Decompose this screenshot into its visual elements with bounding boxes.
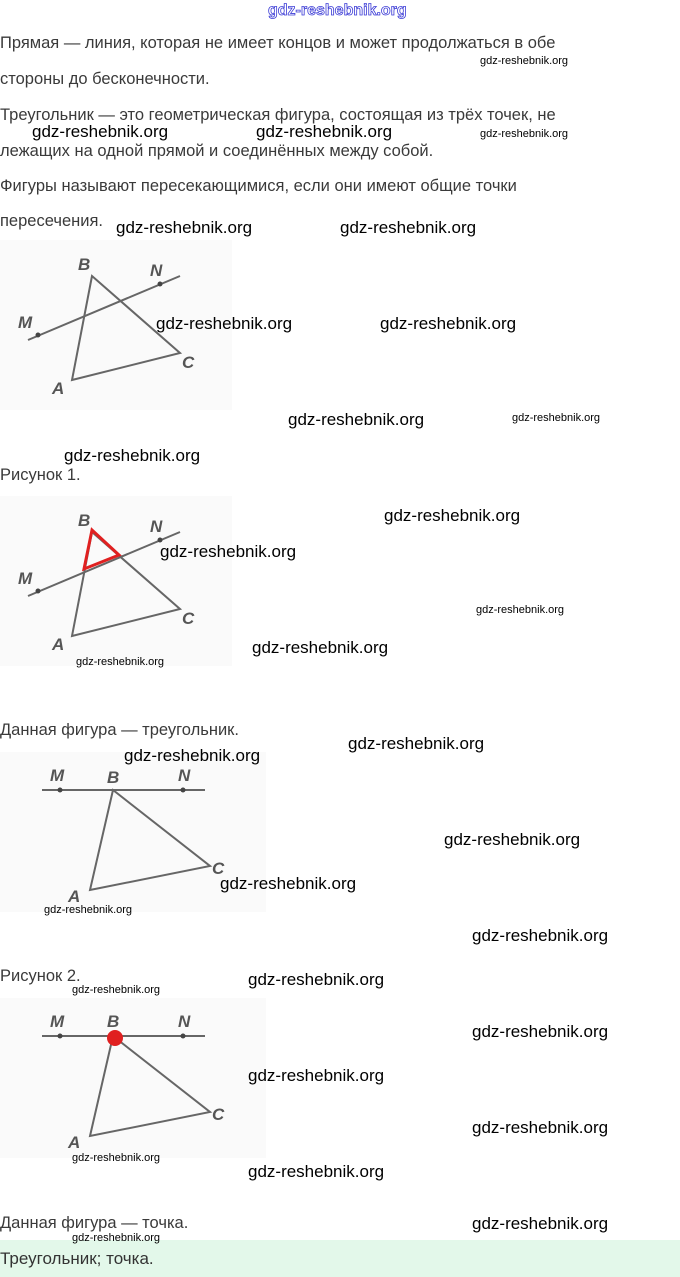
- paragraph-line: Фигуры называют пересекающимися, если он…: [0, 177, 517, 195]
- watermark: gdz-reshebnik.org: [44, 904, 133, 916]
- svg-text:N: N: [150, 517, 163, 536]
- watermark: gdz-reshebnik.org: [72, 984, 161, 996]
- svg-text:B: B: [78, 511, 90, 530]
- svg-text:M: M: [18, 569, 33, 588]
- watermark: gdz-reshebnik.org: [72, 1232, 161, 1244]
- highlight-point: [107, 1030, 123, 1046]
- figure-1-caption: Рисунок 1.: [0, 466, 81, 484]
- watermark: gdz-reshebnik.org: [340, 218, 477, 237]
- watermark: gdz-reshebnik.org: [252, 638, 389, 657]
- svg-text:A: A: [67, 887, 80, 906]
- watermark: gdz-reshebnik.org: [472, 1118, 609, 1137]
- label-n: N: [150, 261, 163, 280]
- svg-text:B: B: [107, 1012, 119, 1031]
- watermark: gdz-reshebnik.org: [472, 926, 609, 945]
- answer-box: Треугольник; точка.: [0, 1240, 680, 1277]
- figure-2-caption: Рисунок 2.: [0, 967, 81, 985]
- watermark: gdz-reshebnik.org: [348, 734, 485, 753]
- watermark: gdz-reshebnik.org: [256, 122, 393, 141]
- watermark: gdz-reshebnik.org: [76, 656, 165, 668]
- watermark: gdz-reshebnik.org: [72, 1152, 161, 1164]
- paragraph-line: Треугольник — это геометрическая фигура,…: [0, 106, 556, 124]
- watermark: gdz-reshebnik.org: [160, 542, 297, 561]
- svg-text:A: A: [67, 1133, 80, 1152]
- figure-1-highlighted-diagram: B N M C A: [0, 496, 232, 666]
- watermark: gdz-reshebnik.org: [288, 410, 425, 429]
- svg-text:C: C: [212, 859, 225, 878]
- figure-2-diagram: M B N C A: [0, 752, 266, 912]
- paragraph-line: пересечения.: [0, 212, 103, 230]
- label-m: M: [18, 313, 33, 332]
- figure-1-diagram: B N M C A: [0, 240, 232, 410]
- label-b: B: [78, 255, 90, 274]
- watermark: gdz-reshebnik.org: [220, 874, 357, 893]
- answer-text: Треугольник; точка.: [0, 1249, 154, 1268]
- paragraph-line: лежащих на одной прямой и соединённых ме…: [0, 142, 434, 160]
- watermark: gdz-reshebnik.org: [116, 218, 253, 237]
- watermark: gdz-reshebnik.org: [124, 746, 261, 765]
- paragraph-line: Прямая — линия, которая не имеет концов …: [0, 34, 556, 52]
- watermark: gdz-reshebnik.org: [512, 412, 601, 424]
- watermark: gdz-reshebnik.org: [156, 314, 293, 333]
- watermark: gdz-reshebnik.org: [384, 506, 521, 525]
- watermark: gdz-reshebnik.org: [480, 55, 569, 67]
- site-watermark-header[interactable]: gdz-reshebnik.org: [268, 2, 407, 20]
- svg-text:C: C: [182, 609, 195, 628]
- svg-text:C: C: [212, 1105, 225, 1124]
- watermark: gdz-reshebnik.org: [64, 446, 201, 465]
- figure-2-highlighted-diagram: M B N C A: [0, 998, 266, 1158]
- svg-text:A: A: [51, 635, 64, 654]
- svg-text:N: N: [178, 1012, 191, 1031]
- watermark: gdz-reshebnik.org: [32, 122, 169, 141]
- watermark: gdz-reshebnik.org: [444, 830, 581, 849]
- svg-text:M: M: [50, 1012, 65, 1031]
- result-1-text: Данная фигура — треугольник.: [0, 721, 239, 739]
- watermark: gdz-reshebnik.org: [480, 128, 569, 140]
- svg-text:N: N: [178, 766, 191, 785]
- watermark: gdz-reshebnik.org: [380, 314, 517, 333]
- watermark: gdz-reshebnik.org: [472, 1214, 609, 1233]
- label-a: A: [51, 379, 64, 398]
- watermark: gdz-reshebnik.org: [248, 1066, 385, 1085]
- paragraph-line: стороны до бесконечности.: [0, 70, 210, 88]
- svg-text:B: B: [107, 768, 119, 787]
- watermark: gdz-reshebnik.org: [472, 1022, 609, 1041]
- svg-text:M: M: [50, 766, 65, 785]
- highlight-triangle: [81, 527, 122, 572]
- result-2-text: Данная фигура — точка.: [0, 1214, 189, 1232]
- watermark: gdz-reshebnik.org: [248, 1162, 385, 1181]
- label-c: C: [182, 353, 195, 372]
- watermark: gdz-reshebnik.org: [476, 604, 565, 616]
- watermark: gdz-reshebnik.org: [248, 970, 385, 989]
